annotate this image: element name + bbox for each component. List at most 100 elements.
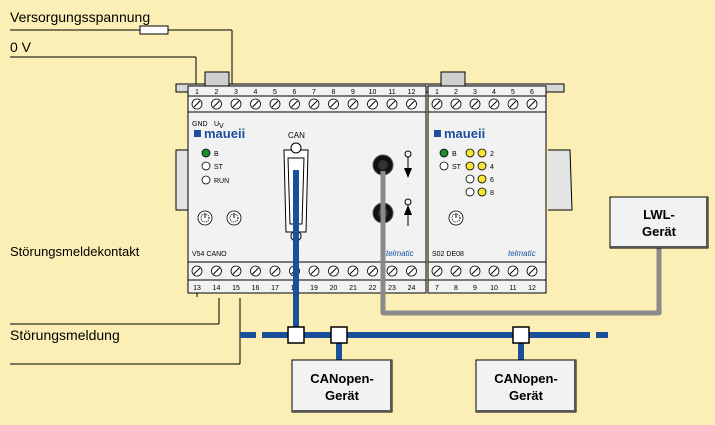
can-port-label: CAN — [288, 131, 305, 140]
terminal-number: 16 — [252, 285, 260, 292]
terminal-number: 8 — [454, 285, 458, 292]
io-led-6-icon — [477, 174, 487, 184]
screw-slot-icon — [490, 100, 498, 108]
io-top-screws — [431, 98, 538, 110]
rotary-switch-2-icon — [226, 210, 242, 226]
bus-node-3-icon — [512, 326, 530, 344]
terminal-number: 17 — [271, 285, 279, 292]
terminal-number: 1 — [435, 89, 439, 96]
terminal-number: 4 — [254, 89, 258, 96]
terminal-number: 11 — [509, 285, 516, 292]
fault-signal-label: Störungsmeldung — [10, 327, 120, 343]
led-b-label: B — [214, 151, 219, 158]
screw-slot-icon — [509, 267, 517, 275]
arrow-down-icon — [404, 150, 412, 178]
terminal-number: 12 — [528, 285, 536, 292]
canopen-device-1-line2: Gerät — [325, 388, 360, 403]
terminal-number: 15 — [232, 285, 240, 292]
screw-slot-icon — [452, 100, 460, 108]
io-led-8-label: 8 — [490, 190, 494, 197]
screw-slot-icon — [369, 267, 376, 275]
terminal-number: 1 — [195, 89, 199, 96]
gnd-label: GND — [192, 121, 208, 128]
lwl-device-line2: Gerät — [642, 224, 677, 239]
canopen-device-1: CANopen- Gerät — [291, 359, 393, 413]
io-led-6-label: 6 — [490, 177, 494, 184]
io-led-b-icon — [439, 148, 449, 158]
terminal-number: 20 — [330, 285, 338, 292]
terminal-number: 6 — [293, 89, 297, 96]
fiber-rx-port-icon — [372, 154, 394, 176]
brand-logo-icon — [194, 130, 201, 137]
screw-slot-icon — [291, 100, 298, 108]
main-top-screws — [191, 98, 417, 110]
terminal-number: 9 — [351, 89, 355, 96]
io-led-2-label: 2 — [490, 151, 494, 158]
io-brand: maueii — [444, 126, 485, 141]
io-bottom-screws — [431, 265, 538, 277]
io-led-4-icon — [477, 161, 487, 171]
terminal-number: 7 — [435, 285, 439, 292]
screw-slot-icon — [213, 267, 220, 275]
screw-slot-icon — [388, 100, 396, 108]
screw-slot-icon — [528, 100, 536, 108]
can-bus — [240, 170, 608, 360]
arrow-up-icon — [404, 198, 412, 226]
screw-slot-icon — [433, 100, 441, 108]
zero-volt-label: 0 V — [10, 39, 32, 55]
led-run-icon — [201, 175, 211, 185]
main-brand: maueii — [204, 126, 245, 141]
screw-slot-icon — [310, 267, 318, 275]
screw-slot-icon — [408, 267, 415, 275]
screw-slot-icon — [232, 100, 240, 108]
terminal-number: 7 — [312, 89, 316, 96]
terminal-number: 8 — [332, 89, 336, 96]
terminal-number: 19 — [310, 285, 318, 292]
io-led-4-label: 4 — [490, 164, 494, 171]
io-led-2-icon — [477, 148, 487, 158]
io-led-7-icon — [465, 187, 475, 197]
screw-slot-icon — [388, 267, 396, 275]
lwl-device-line1: LWL- — [643, 207, 675, 222]
canopen-device-2-line1: CANopen- — [494, 371, 558, 386]
io-telmatic-label: telmatic — [508, 249, 536, 258]
led-run-label: RUN — [214, 178, 229, 185]
screw-slot-icon — [330, 267, 337, 275]
terminal-number: 23 — [388, 285, 396, 292]
io-rotary-switch-icon — [448, 210, 464, 226]
io-led-st-label: ST — [452, 164, 462, 171]
fuse-symbol — [139, 25, 169, 35]
io-brand-logo-icon — [434, 130, 441, 137]
terminal-number: 6 — [530, 89, 534, 96]
terminal-number: 10 — [490, 285, 498, 292]
terminal-number: 9 — [473, 285, 477, 292]
led-st-label: ST — [214, 164, 224, 171]
screw-slot-icon — [433, 267, 441, 275]
io-led-5-icon — [465, 174, 475, 184]
main-telmatic-label: telmatic — [386, 249, 414, 258]
terminal-number: 3 — [473, 89, 477, 96]
terminal-number: 4 — [492, 89, 496, 96]
screw-slot-icon — [369, 100, 376, 108]
supply-voltage-label: Versorgungsspannung — [10, 9, 150, 25]
terminal-number: 22 — [369, 285, 377, 292]
terminal-number: 14 — [213, 285, 221, 292]
terminal-number: 2 — [215, 89, 219, 96]
lwl-device: LWL- Gerät — [609, 196, 709, 249]
terminal-number: 21 — [349, 285, 357, 292]
terminal-number: 2 — [454, 89, 458, 96]
screw-slot-icon — [193, 267, 201, 275]
screw-slot-icon — [452, 267, 460, 275]
screw-slot-icon — [408, 100, 415, 108]
screw-slot-icon — [349, 267, 357, 275]
uv-label: U — [214, 121, 219, 128]
canopen-device-2-line2: Gerät — [509, 388, 544, 403]
screw-slot-icon — [252, 100, 259, 108]
rotary-switch-1-icon — [197, 210, 213, 226]
